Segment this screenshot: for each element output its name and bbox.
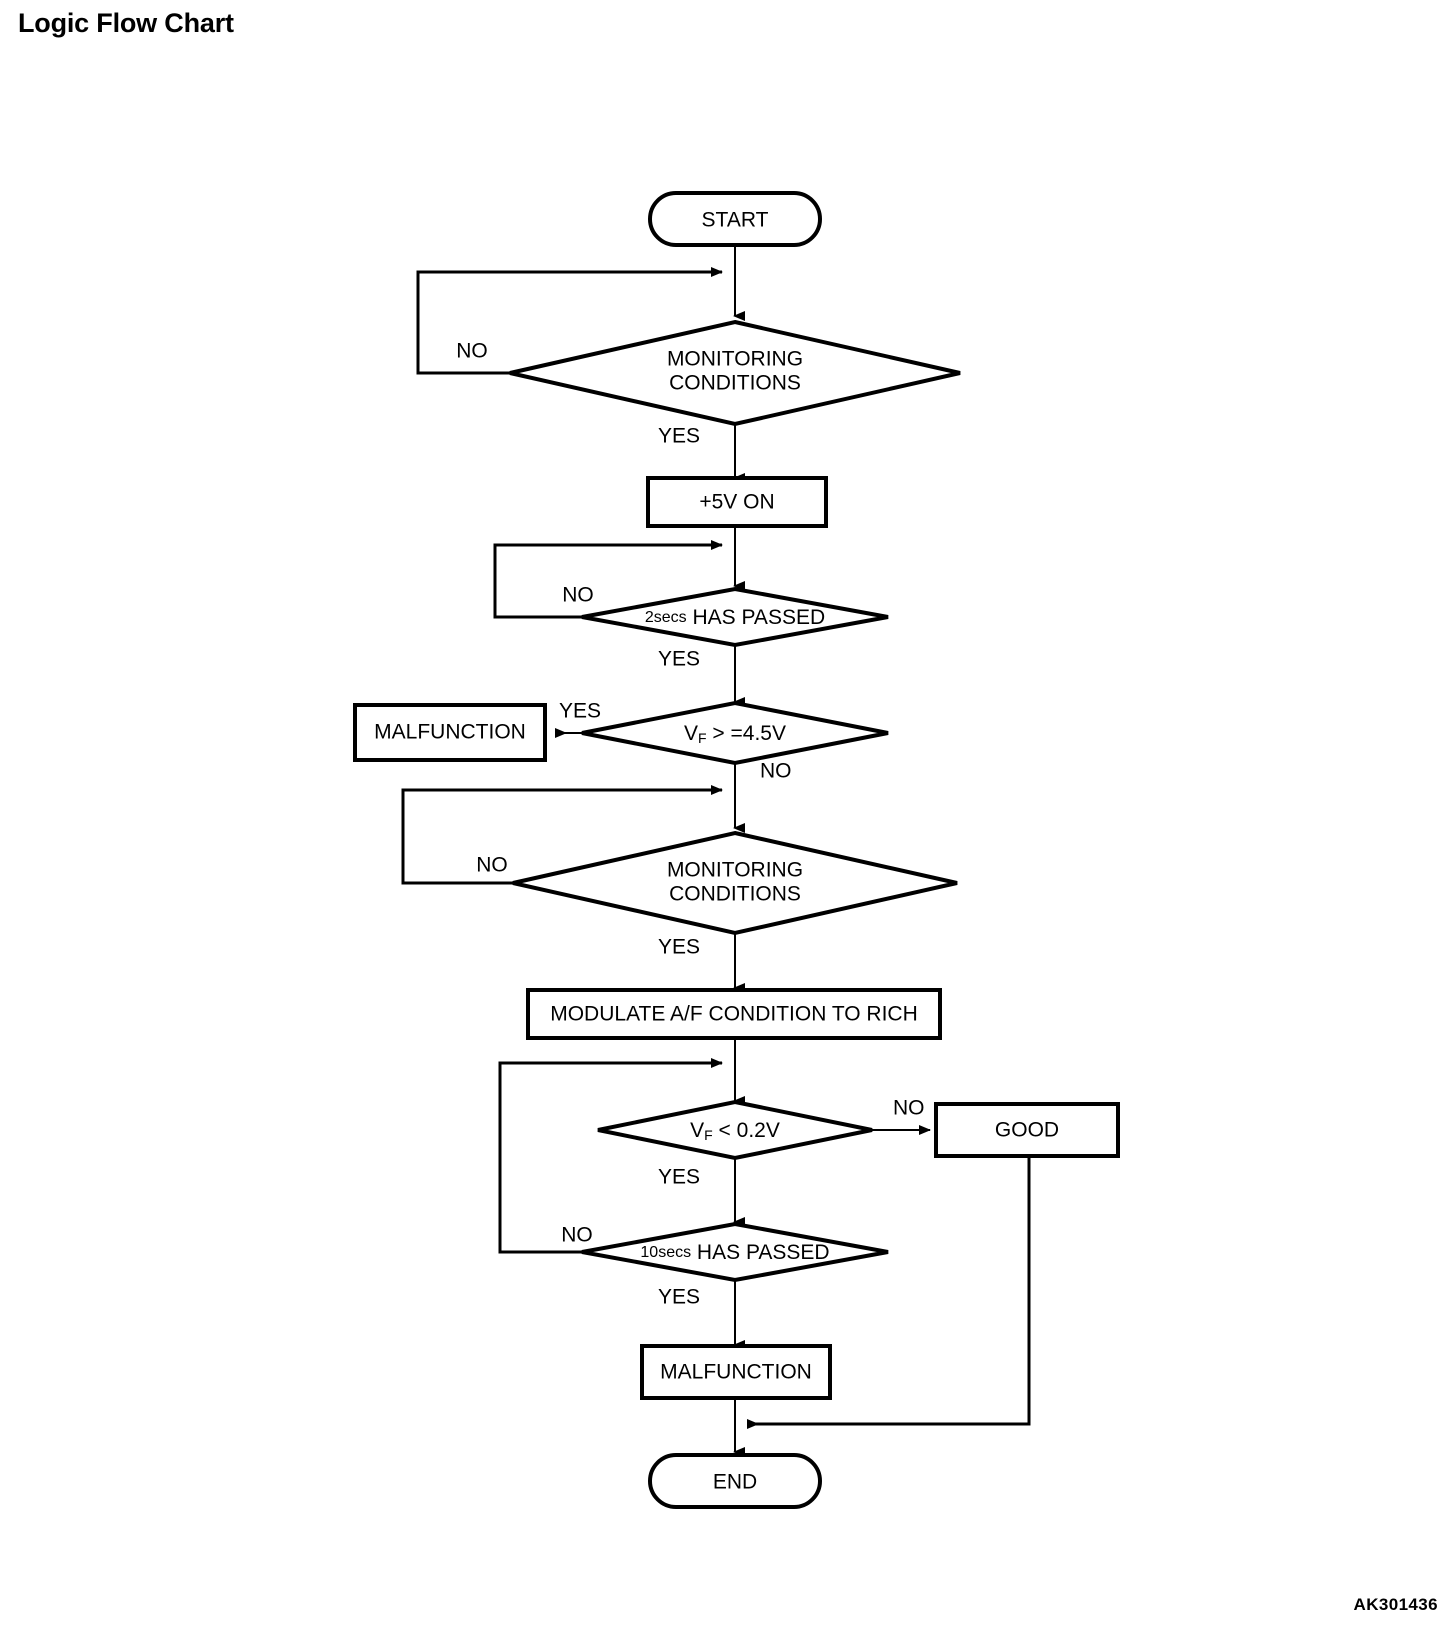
2secs-no-label: NO [562, 584, 594, 607]
10secs-label: 10secs HAS PASSED [640, 1241, 829, 1264]
5v-on-box-shape [646, 476, 828, 528]
edge-10secs-no-loop: NO [498, 1058, 723, 1254]
malfunction1-box-shape [353, 703, 547, 762]
edge-vf02-yes: YES [658, 1158, 745, 1227]
node-end: END [648, 1453, 822, 1509]
node-5v-on: +5V ON [646, 476, 828, 528]
monitoring1-no-path [416, 267, 723, 375]
edge-monitoring2-yes: YES [658, 933, 745, 993]
monitoring2-no-label: NO [476, 854, 508, 877]
page-title: Logic Flow Chart [18, 8, 234, 38]
10secs-prefix: 10secs [640, 1244, 691, 1261]
2secs-suffix: HAS PASSED [687, 606, 826, 629]
edge-vf02-no-to-good: NO [872, 1097, 931, 1135]
good-box-shape [934, 1102, 1120, 1158]
modulate-label: MODULATE A/F CONDITION TO RICH [550, 1003, 918, 1026]
node-malfunction-1: MALFUNCTION [353, 703, 547, 762]
end-label: END [713, 1471, 757, 1494]
10secs-no-path [498, 1058, 723, 1254]
edge-vf45-yes-to-malfunction: YES [555, 700, 601, 738]
2secs-prefix: 2secs [645, 609, 687, 626]
monitoring1-label-line2: CONDITIONS [669, 372, 801, 395]
modulate-box-shape [526, 988, 942, 1040]
node-malfunction-2: MALFUNCTION [640, 1344, 832, 1400]
vf02-subscript: F [704, 1127, 713, 1143]
monitoring1-no-label: NO [456, 340, 488, 363]
edge-monitoring1-no-loop: NO [416, 267, 723, 375]
2secs-label: 2secs HAS PASSED [645, 606, 825, 629]
vf02-no-label: NO [893, 1097, 925, 1120]
edge-monitoring2-no-loop: NO [401, 785, 723, 885]
malfunction2-label: MALFUNCTION [660, 1361, 812, 1384]
node-monitoring-conditions-1: MONITORING CONDITIONS [509, 319, 961, 427]
end-terminator-shape [648, 1453, 822, 1509]
good-label: GOOD [995, 1119, 1059, 1142]
node-good: GOOD [934, 1102, 1120, 1158]
reference-code: AK301436 [1353, 1595, 1438, 1614]
node-monitoring-conditions-2: MONITORING CONDITIONS [512, 830, 958, 936]
monitoring2-label-line2: CONDITIONS [669, 883, 801, 906]
node-2secs-has-passed: 2secs HAS PASSED [581, 586, 889, 648]
start-label: START [702, 209, 769, 232]
vf45-base: V [684, 722, 698, 745]
vf45-rest: > =4.5V [707, 722, 786, 745]
node-vf-ge-4-5v: VF > =4.5V [581, 700, 889, 766]
node-10secs-has-passed: 10secs HAS PASSED [581, 1221, 889, 1283]
edge-monitoring1-yes: YES [658, 424, 745, 483]
vf45-yes-label: YES [559, 700, 601, 723]
vf02-label: VF < 0.2V [690, 1119, 780, 1143]
edge-2secs-yes: YES [658, 645, 745, 707]
malfunction1-label: MALFUNCTION [374, 721, 526, 744]
vf45-no-label: NO [760, 760, 792, 783]
edge-10secs-yes: YES [658, 1280, 745, 1350]
edge-2secs-no-loop: NO [493, 540, 723, 619]
monitoring2-label-line1: MONITORING [667, 859, 803, 882]
node-modulate-af-condition: MODULATE A/F CONDITION TO RICH [526, 988, 942, 1040]
edge-good-to-end [747, 1156, 1031, 1429]
malfunction2-box-shape [640, 1344, 832, 1400]
vf02-yes-label: YES [658, 1166, 700, 1189]
vf45-subscript: F [698, 730, 707, 746]
vf02-base: V [690, 1119, 704, 1142]
10secs-no-label: NO [561, 1224, 593, 1247]
2secs-no-path [493, 540, 723, 619]
vf45-label: VF > =4.5V [684, 722, 786, 746]
node-start: START [648, 191, 822, 247]
vf02-rest: < 0.2V [713, 1119, 780, 1142]
edge-vf45-no: NO [733, 760, 792, 833]
monitoring2-no-path [401, 785, 723, 885]
5v-on-label: +5V ON [699, 491, 774, 514]
10secs-yes-label: YES [658, 1286, 700, 1309]
10secs-suffix: HAS PASSED [691, 1241, 830, 1264]
monitoring1-yes-label: YES [658, 425, 700, 448]
2secs-yes-label: YES [658, 648, 700, 671]
monitoring2-yes-label: YES [658, 936, 700, 959]
node-vf-lt-0-2v: VF < 0.2V [597, 1099, 873, 1161]
monitoring1-label-line1: MONITORING [667, 348, 803, 371]
